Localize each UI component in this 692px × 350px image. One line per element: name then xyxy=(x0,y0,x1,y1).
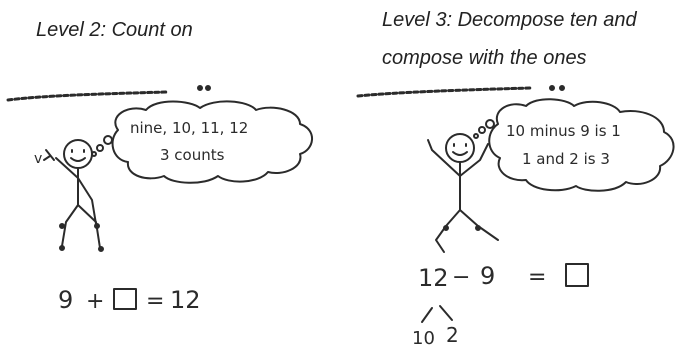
svg-text:v: v xyxy=(34,151,42,167)
level-2-eq-op: + xyxy=(86,289,104,314)
level-2-eq-result: 12 xyxy=(170,286,201,314)
level-2-eq-left: 9 xyxy=(58,286,73,314)
level-3-title-line-2: compose with the ones xyxy=(382,47,587,69)
level-2-panel: v xyxy=(6,85,313,310)
level-3-title-line-1: Level 3: Decompose ten and xyxy=(382,9,637,31)
level-2-thought-line-1: nine, 10, 11, 12 xyxy=(130,119,248,137)
smiley-head xyxy=(445,133,475,163)
smiley-head xyxy=(63,139,93,169)
dotted-line xyxy=(356,86,532,98)
unknown-box-level-2 xyxy=(113,288,137,310)
decomposition-ten: 10 xyxy=(412,328,435,349)
level-3-thought-line-2: 1 and 2 is 3 xyxy=(522,150,610,168)
level-3-eq-op: − xyxy=(452,265,470,290)
level-2-title: Level 2: Count on xyxy=(36,19,193,41)
level-3-eq-right: 9 xyxy=(480,262,495,290)
level-3-eq-left: 12 xyxy=(418,264,449,292)
decomposition-two: 2 xyxy=(446,323,459,347)
level-2-thought-line-2: 3 counts xyxy=(160,146,225,164)
dotted-line xyxy=(6,90,170,102)
level-3-thought-line-1: 10 minus 9 is 1 xyxy=(506,122,621,140)
stick-figure-body xyxy=(43,149,101,249)
unknown-box-level-3 xyxy=(565,263,589,287)
svg-text:=: = xyxy=(528,265,546,290)
thought-cloud xyxy=(111,100,313,184)
decomposition-branches xyxy=(421,305,453,323)
stick-figure-body xyxy=(427,139,499,253)
svg-text:=: = xyxy=(146,289,164,314)
level-3-panel xyxy=(356,85,675,323)
thought-cloud xyxy=(488,98,675,192)
